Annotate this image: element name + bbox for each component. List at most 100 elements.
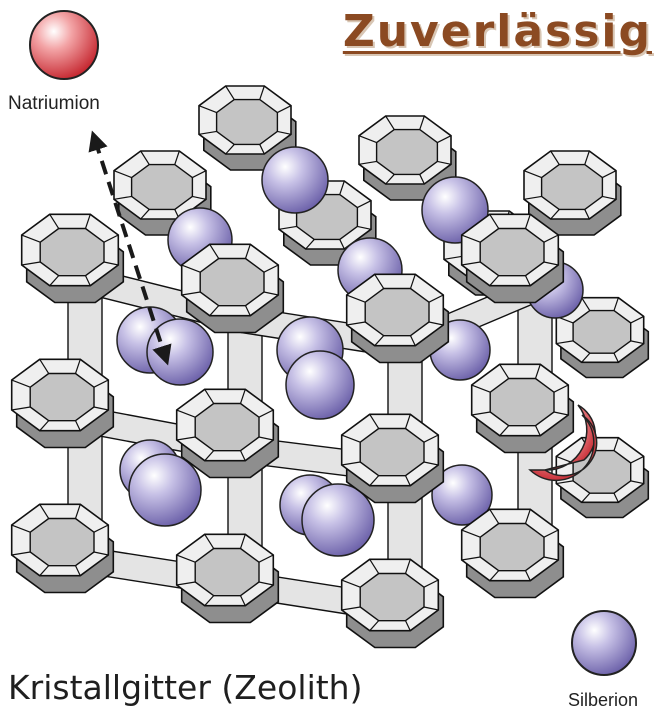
cage-edge: [74, 565, 81, 576]
cage-edge: [437, 160, 452, 165]
cage-edge: [259, 144, 265, 155]
cage-edge: [524, 275, 531, 286]
cage-edge: [39, 565, 50, 577]
sodium-ion-label: Natriumion: [8, 93, 100, 114]
cage-edge: [553, 384, 569, 393]
cage-edge: [244, 305, 251, 316]
lattice-cage: [10, 358, 115, 449]
cage-edge: [259, 85, 265, 100]
cage-edge: [263, 264, 279, 273]
cage-edge: [181, 291, 201, 296]
cage-edge: [461, 234, 481, 243]
cage-edge: [244, 244, 251, 259]
cage-edge: [176, 554, 196, 563]
cage-edge: [369, 558, 380, 574]
cage-edge: [11, 379, 31, 388]
cage-face: [194, 547, 260, 597]
lattice-cage: [175, 533, 280, 624]
cage-edge: [581, 352, 591, 363]
cage-edge: [305, 239, 315, 250]
cage-edge: [369, 475, 380, 487]
cage-edge: [239, 595, 246, 606]
cage-edge: [192, 195, 207, 200]
cage-edge: [176, 581, 196, 586]
lattice-cage: [10, 503, 115, 594]
silver-ion-icon: [128, 453, 202, 527]
cage-edge: [357, 225, 372, 230]
cage-edge: [346, 294, 366, 303]
silver-ion-icon: [261, 146, 329, 214]
cage-edge: [630, 455, 644, 464]
cage-edge: [174, 150, 180, 165]
cage-face: [194, 402, 260, 452]
cage-edge: [630, 315, 644, 324]
cage-edge: [239, 534, 246, 549]
cage-edge: [550, 150, 560, 165]
sodium-ion-lattice-icon: [528, 414, 598, 482]
cage-edge: [93, 551, 109, 556]
cage-edge: [543, 261, 559, 266]
cage-edge: [489, 275, 500, 287]
lattice-cage: [460, 508, 565, 599]
cage-edge: [630, 480, 644, 485]
cage-edge: [428, 294, 444, 303]
cage-edge: [263, 291, 279, 296]
cage-edge: [198, 105, 217, 114]
lattice-cage: [358, 115, 457, 201]
lattice-cage: [198, 85, 297, 171]
cage-edge: [225, 144, 235, 155]
cage-edge: [277, 105, 292, 114]
cage-edge: [613, 352, 619, 363]
migration-arrow-icon: [88, 130, 172, 366]
cage-face: [572, 309, 632, 354]
lattice-cage: [175, 388, 280, 479]
cage-edge: [409, 274, 416, 289]
cage-face: [39, 227, 105, 277]
cage-edge: [204, 388, 215, 404]
cage-edge: [461, 529, 481, 538]
cage-edge: [556, 340, 574, 345]
cage-edge: [339, 239, 345, 250]
silver-ion-icon: [431, 464, 493, 526]
cage-face: [199, 257, 265, 307]
cage-edge: [341, 434, 361, 443]
cage-edge: [630, 340, 644, 345]
cage-edge: [204, 595, 215, 607]
lattice-cage: [340, 558, 445, 649]
sodium-ion-lattice-icon: [544, 404, 597, 471]
cage-edge: [419, 174, 425, 185]
cage-edge: [471, 384, 491, 393]
cage-edge: [404, 475, 411, 486]
cage-edge: [341, 606, 361, 611]
cage-edge: [499, 425, 510, 437]
cage-edge: [225, 85, 235, 100]
cage-edge: [613, 492, 619, 503]
cage-edge: [374, 273, 385, 289]
cage-face: [215, 98, 279, 146]
cage-edge: [523, 170, 542, 179]
cage-edge: [39, 420, 50, 432]
diagram-caption: Kristallgitter (Zeolith): [8, 668, 363, 707]
cage-face: [359, 427, 425, 477]
cage-edge: [21, 234, 41, 243]
cage-edge: [258, 581, 274, 586]
lattice-cage: [523, 150, 622, 236]
cage-edge: [258, 436, 274, 441]
cage-edge: [93, 524, 109, 533]
silver-ion-icon: [301, 483, 375, 557]
cage-edge: [419, 115, 425, 130]
cage-edge: [489, 508, 500, 524]
cage-face: [375, 128, 439, 176]
lattice-cage: [340, 413, 445, 504]
cage-face: [479, 522, 545, 572]
cage-edge: [461, 261, 481, 266]
heading: Zuverlässig: [342, 6, 652, 57]
lattice-front-layer: [10, 213, 575, 649]
cage-edge: [443, 255, 462, 260]
cage-edge: [278, 225, 297, 230]
cage-edge: [357, 200, 372, 209]
cage-edge: [602, 195, 617, 200]
cage-edge: [39, 358, 50, 374]
cage-edge: [543, 556, 559, 561]
